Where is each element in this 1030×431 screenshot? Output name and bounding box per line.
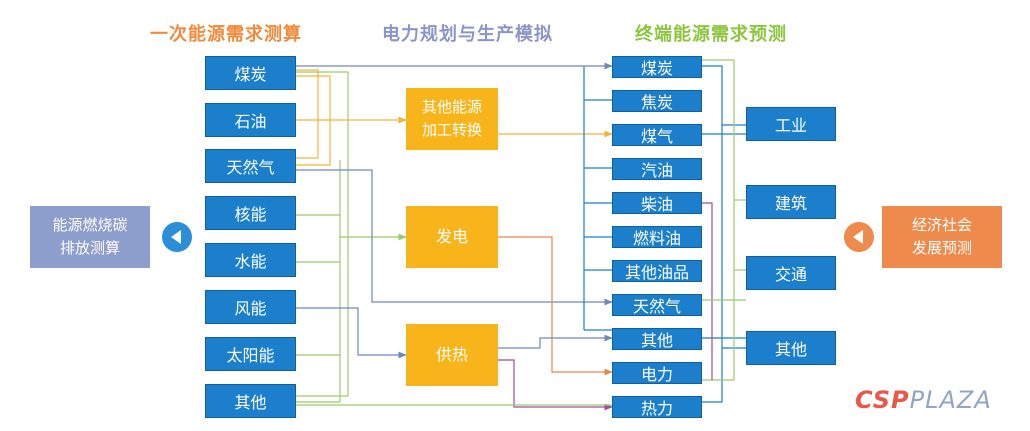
primary-wind: 风能 <box>205 290 296 324</box>
heading-primary-energy: 一次能源需求测算 <box>150 20 302 46</box>
heading-power-planning: 电力规划与生产模拟 <box>382 20 553 46</box>
terminal-gasoline: 汽油 <box>612 158 702 180</box>
economic-forecast-node: 经济社会 发展预测 <box>882 206 1002 268</box>
carbon-line2: 排放测算 <box>59 239 120 257</box>
sector-transport: 交通 <box>746 256 836 290</box>
heading-primary-text: 一次能源需求测算 <box>150 24 302 45</box>
other-conversion-line1: 其他能源 <box>421 97 482 116</box>
primary-nuclear: 核能 <box>205 196 296 230</box>
power-generation-node: 发电 <box>406 206 498 268</box>
logo-part1: CSP <box>855 386 910 414</box>
heating-node: 供热 <box>406 324 498 386</box>
heading-terminal-energy: 终端能源需求预测 <box>635 20 787 46</box>
terminal-coke: 焦炭 <box>612 90 702 112</box>
primary-solar: 太阳能 <box>205 337 296 371</box>
other-energy-conversion-node: 其他能源 加工转换 <box>406 88 498 150</box>
carbon-emission-node: 能源燃烧碳 排放测算 <box>30 206 150 268</box>
left-triangle-icon <box>844 222 874 252</box>
terminal-other-oil-products: 其他油品 <box>612 260 702 282</box>
terminal-coal-gas: 煤气 <box>612 124 702 146</box>
terminal-natural-gas: 天然气 <box>612 294 702 316</box>
csp-plaza-logo: CSPPLAZA <box>855 386 992 414</box>
heading-power-text: 电力规划与生产模拟 <box>382 24 553 45</box>
terminal-electricity: 电力 <box>612 362 702 384</box>
terminal-heat: 热力 <box>612 396 702 418</box>
carbon-line1: 能源燃烧碳 <box>52 215 128 234</box>
primary-coal: 煤炭 <box>205 56 296 90</box>
terminal-fuel-oil: 燃料油 <box>612 226 702 248</box>
sector-building: 建筑 <box>746 185 836 219</box>
primary-oil: 石油 <box>205 103 296 137</box>
terminal-diesel: 柴油 <box>612 192 702 214</box>
other-conversion-line2: 加工转换 <box>421 121 482 139</box>
economy-line2: 发展预测 <box>911 239 972 257</box>
primary-natural-gas: 天然气 <box>205 149 296 183</box>
economy-line1: 经济社会 <box>911 215 972 234</box>
terminal-coal: 煤炭 <box>612 56 702 78</box>
sector-industry: 工业 <box>746 107 836 141</box>
terminal-other: 其他 <box>612 328 702 350</box>
logo-part2: PLAZA <box>909 386 992 414</box>
sector-other: 其他 <box>746 331 836 365</box>
primary-hydro: 水能 <box>205 243 296 277</box>
primary-other: 其他 <box>205 384 296 418</box>
heading-terminal-text: 终端能源需求预测 <box>635 24 787 45</box>
left-triangle-icon <box>162 222 192 252</box>
